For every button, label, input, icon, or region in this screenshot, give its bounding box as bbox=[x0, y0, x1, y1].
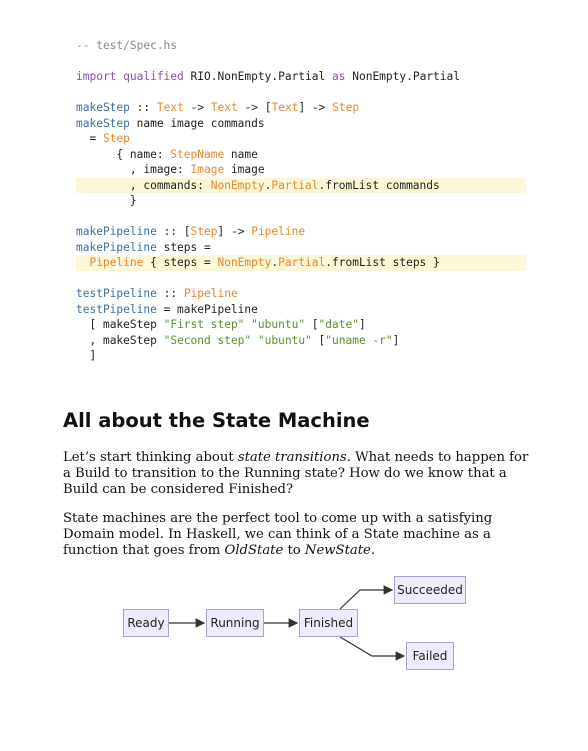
code-line: makePipeline steps = bbox=[76, 240, 211, 254]
state-running: Running bbox=[206, 609, 264, 637]
code-line: { name: StepName name bbox=[76, 147, 258, 161]
code-line: makeStep name image commands bbox=[76, 116, 265, 130]
code-line-highlighted: , commands: NonEmpty.Partial.fromList co… bbox=[76, 177, 526, 193]
function-name: makePipeline bbox=[76, 240, 157, 254]
state-ready: Ready bbox=[123, 609, 169, 637]
edge-finished-succeeded bbox=[339, 585, 394, 610]
state-succeeded: Succeeded bbox=[394, 576, 466, 604]
code-line: [ makeStep "First step" "ubuntu" ["date"… bbox=[76, 318, 366, 331]
code-line: testPipeline :: Pipeline bbox=[76, 287, 238, 300]
file-comment: -- test/Spec.hs bbox=[76, 39, 178, 52]
function-name: makeStep bbox=[76, 101, 130, 114]
function-name: testPipeline bbox=[76, 287, 157, 300]
code-line: import qualified RIO.NonEmpty.Partial as… bbox=[76, 69, 526, 85]
edge-finished-failed bbox=[339, 636, 406, 661]
module-name: RIO.NonEmpty.Partial bbox=[190, 70, 326, 83]
keyword: import qualified bbox=[76, 70, 184, 83]
code-line-highlighted: Pipeline { steps = NonEmpty.Partial.from… bbox=[76, 255, 526, 271]
code-line: makePipeline :: [Step] -> Pipeline bbox=[76, 225, 306, 238]
code-block: -- test/Spec.hs import qualified RIO.Non… bbox=[76, 38, 526, 364]
module-alias: NonEmpty.Partial bbox=[352, 70, 461, 83]
code-line: -- test/Spec.hs bbox=[76, 38, 526, 54]
diagram-edges bbox=[169, 585, 406, 661]
function-name: makeStep bbox=[76, 116, 130, 130]
code-line: } bbox=[76, 194, 137, 207]
code-line: , makeStep "Second step" "ubuntu" ["unam… bbox=[76, 333, 400, 347]
section-heading: All about the State Machine bbox=[63, 409, 370, 432]
state-failed: Failed bbox=[406, 642, 454, 670]
code-line: , image: Image image bbox=[76, 163, 265, 176]
code-line: makeStep :: Text -> Text -> [Text] -> St… bbox=[76, 101, 360, 114]
paragraph: State machines are the perfect tool to c… bbox=[63, 511, 493, 558]
function-name: makePipeline bbox=[76, 225, 157, 238]
code-line: testPipeline = makePipeline bbox=[76, 302, 258, 316]
code-line: ] bbox=[76, 349, 97, 362]
state-machine-diagram: Ready Running Finished Succeeded Failed bbox=[0, 570, 588, 680]
state-finished: Finished bbox=[299, 609, 358, 637]
keyword: as bbox=[332, 70, 346, 83]
paragraph: Let’s start thinking about state transit… bbox=[63, 450, 529, 497]
function-name: testPipeline bbox=[76, 302, 157, 316]
code-line: = Step bbox=[76, 132, 130, 145]
